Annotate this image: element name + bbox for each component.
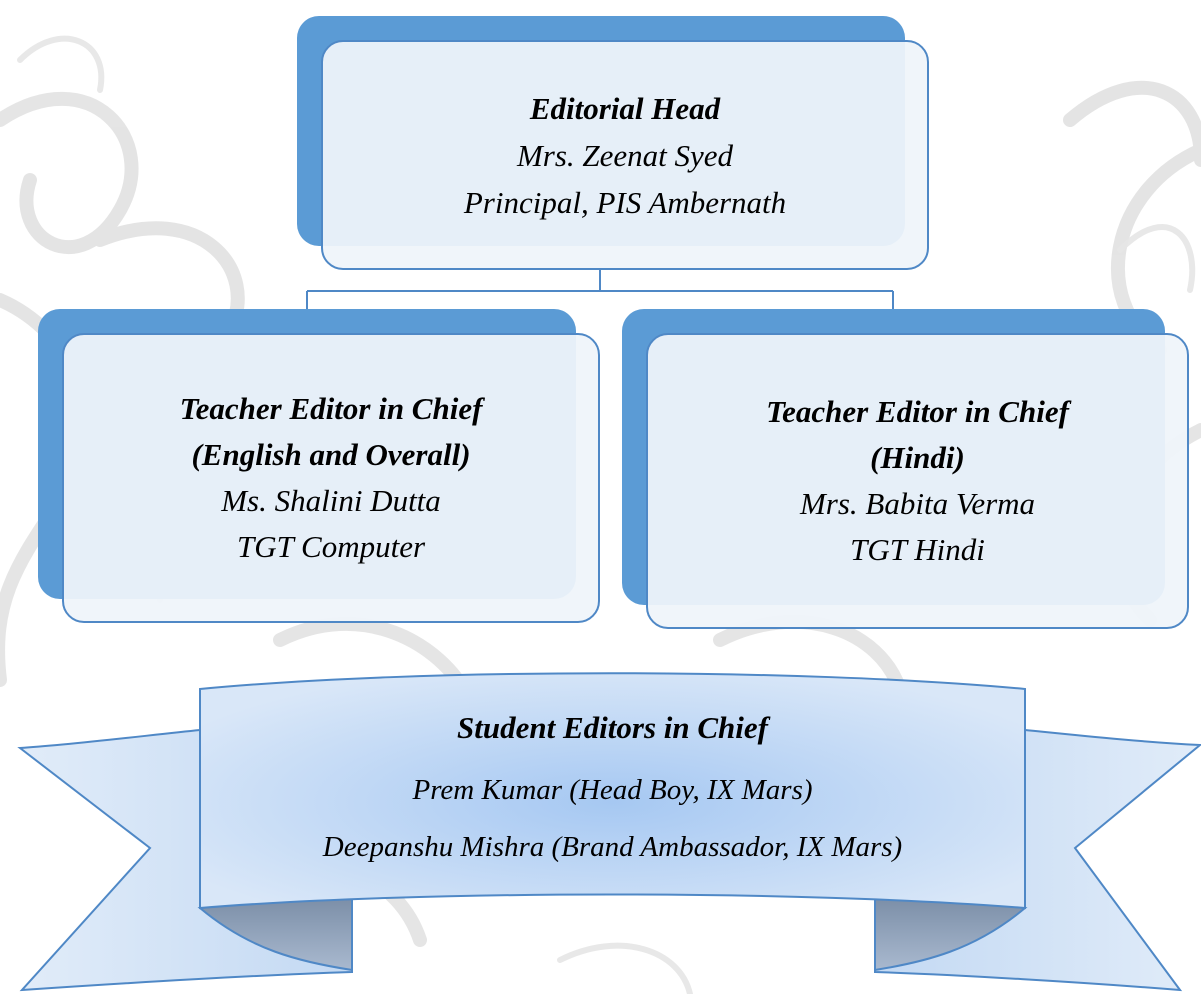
teacher-editor-hindi-scope: (Hindi) bbox=[870, 440, 965, 475]
teacher-editor-hindi-name: Mrs. Babita Verma bbox=[799, 486, 1036, 521]
teacher-editor-english-name: Ms. Shalini Dutta bbox=[221, 483, 441, 518]
student-editors-title: Student Editors in Chief bbox=[457, 710, 768, 745]
editorial-head-card: Editorial Head Mrs. Zeenat Syed Principa… bbox=[321, 40, 929, 270]
teacher-editor-hindi-node: Teacher Editor in Chief (Hindi) Mrs. Bab… bbox=[622, 309, 1189, 629]
ribbon-center-panel bbox=[199, 672, 1026, 910]
student-editors-text: Student Editors in Chief Prem Kumar (Hea… bbox=[200, 706, 1025, 864]
teacher-editor-hindi-role: Teacher Editor in Chief bbox=[766, 394, 1069, 429]
editorial-head-name: Mrs. Zeenat Syed bbox=[516, 137, 734, 173]
connector-lines bbox=[306, 270, 894, 309]
editorial-head-node: Editorial Head Mrs. Zeenat Syed Principa… bbox=[297, 16, 929, 270]
teacher-editor-english-role: Teacher Editor in Chief bbox=[179, 391, 483, 426]
teacher-editor-english-node: Teacher Editor in Chief (English and Ove… bbox=[38, 309, 600, 623]
student-editor-member: Deepanshu Mishra (Brand Ambassador, IX M… bbox=[322, 831, 903, 863]
teacher-editor-english-designation: TGT Computer bbox=[236, 529, 426, 564]
teacher-editor-hindi-designation: TGT Hindi bbox=[850, 532, 985, 567]
student-editor-member: Prem Kumar (Head Boy, IX Mars) bbox=[412, 774, 813, 806]
editorial-head-role: Editorial Head bbox=[529, 90, 721, 126]
teacher-editor-english-card: Teacher Editor in Chief (English and Ove… bbox=[62, 333, 600, 623]
teacher-editor-hindi-card: Teacher Editor in Chief (Hindi) Mrs. Bab… bbox=[646, 333, 1189, 629]
editorial-head-designation: Principal, PIS Ambernath bbox=[463, 184, 787, 220]
teacher-editor-english-scope: (English and Overall) bbox=[191, 437, 471, 472]
